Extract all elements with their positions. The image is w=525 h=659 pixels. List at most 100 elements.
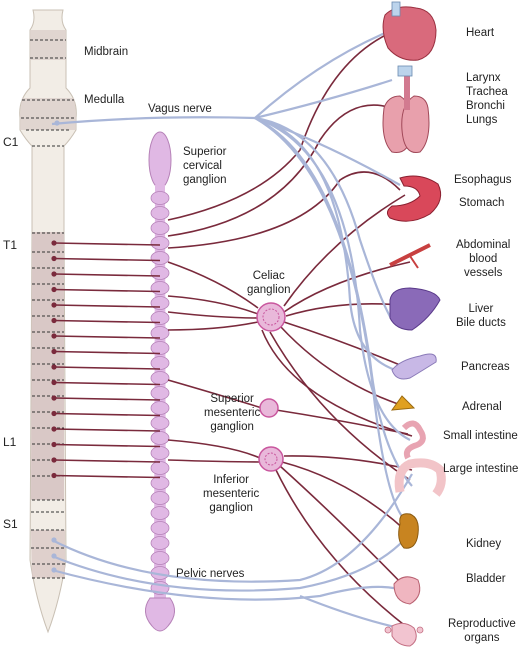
chain-ganglion-bead	[150, 476, 170, 490]
preganglionic-fiber	[53, 459, 161, 463]
pancreas-illustration	[391, 353, 437, 380]
medulla-label: Medulla	[84, 94, 125, 106]
chain-ganglion-bead	[150, 521, 170, 535]
chain-ganglion-bead	[150, 311, 170, 325]
preganglionic-neuron-dot	[51, 379, 57, 386]
preganglionic-neuron-dot	[51, 395, 57, 401]
preganglionic-neuron-dot	[51, 410, 57, 417]
bladder-label: Bladder	[466, 573, 506, 585]
liver-illustration	[389, 287, 441, 331]
preganglionic-fiber	[53, 428, 161, 432]
sympathetic-fibers	[53, 31, 413, 629]
adrenal-illustration	[390, 395, 416, 411]
kidney-illustration	[398, 513, 419, 549]
preganglionic-neuron-dot	[51, 333, 57, 339]
esophagus-label: Esophagus	[454, 174, 512, 186]
chain-ganglion-bead	[150, 356, 170, 370]
preganglionic-neuron-dot	[51, 426, 57, 432]
larynx-lungs-label: Larynx Trachea Bronchi Lungs	[466, 72, 508, 126]
preganglionic-neuron-dot	[51, 302, 57, 308]
large-intestine-illustration	[394, 458, 446, 497]
chain-ganglion-bead	[150, 431, 170, 445]
preganglionic-fiber	[53, 257, 161, 262]
preganglionic-neuron-dots	[51, 240, 57, 573]
preganglionic-fiber	[53, 242, 161, 246]
chain-ganglion-bead	[150, 386, 170, 400]
preganglionic-neuron-dot	[51, 472, 57, 479]
chain-ganglion-bead	[150, 191, 170, 205]
chain-ganglion-bead	[150, 401, 170, 415]
chain-ganglion-bead	[150, 416, 170, 430]
large-intestine-label: Large intestine	[443, 463, 519, 475]
chain-ganglion-bead	[150, 371, 170, 385]
preganglionic-fiber	[53, 350, 161, 355]
preganglionic-neuron-dot	[51, 286, 57, 293]
preganglionic-neuron-dot	[51, 255, 57, 262]
vagus-nerve-label: Vagus nerve	[148, 103, 212, 115]
liver-bile-ducts-label: Liver Bile ducts	[456, 303, 506, 329]
celiac-ganglion	[256, 302, 286, 332]
sacral-neuron-dot	[51, 537, 57, 543]
chain-ganglion-bead	[150, 446, 170, 460]
vagus-origin-dot	[54, 120, 60, 126]
preganglionic-fiber	[53, 474, 161, 479]
superior-cervical-ganglion-label: Superior cervical ganglion	[183, 146, 227, 186]
chain-ganglion-bead	[150, 341, 170, 355]
preganglionic-fiber	[53, 381, 161, 386]
heart-illustration	[382, 1, 437, 61]
inferior-mesenteric-ganglion	[258, 446, 284, 472]
pelvic-nerves-label: Pelvic nerves	[176, 568, 245, 580]
kidney-label: Kidney	[466, 538, 502, 550]
t1-level-label: T1	[3, 238, 18, 252]
c1-level-label: C1	[3, 135, 19, 149]
preganglionic-fiber	[53, 273, 161, 277]
s1-level-label: S1	[3, 517, 18, 531]
chain-ganglion-bead	[150, 281, 170, 295]
stomach-label: Stomach	[459, 197, 505, 209]
blood-vessel-illustration	[389, 243, 431, 269]
chain-ganglion-bead	[150, 551, 170, 565]
superior-mesenteric-ganglion	[259, 398, 279, 418]
superior-mesenteric-ganglion-label: Superior mesenteric ganglion	[204, 393, 261, 433]
small-intestine-label: Small intestine	[443, 430, 518, 442]
heart-label: Heart	[466, 27, 495, 39]
lungs-illustration	[382, 65, 430, 154]
preganglionic-fiber	[53, 288, 161, 293]
midbrain-label: Midbrain	[84, 46, 129, 58]
spinal-cord	[19, 9, 77, 634]
preganglionic-neuron-dot	[51, 441, 57, 448]
bladder-illustration	[393, 576, 421, 605]
preganglionic-fiber	[53, 366, 161, 370]
small-intestine-illustration	[401, 420, 426, 460]
preganglionic-neuron-dot	[51, 364, 57, 370]
preganglionic-fiber	[53, 397, 161, 401]
preganglionic-neuron-dot	[51, 271, 57, 277]
stomach-illustration	[386, 175, 442, 222]
abdominal-blood-vessels-label: Abdominal blood vessels	[456, 239, 511, 279]
pancreas-label: Pancreas	[461, 361, 510, 373]
sacral-neuron-dot	[51, 553, 57, 559]
chain-ganglion-bead	[150, 491, 170, 505]
chain-ganglion-bead	[150, 251, 170, 265]
chain-ganglion-bead	[150, 266, 170, 280]
preganglionic-fiber	[53, 335, 161, 339]
adrenal-label: Adrenal	[462, 401, 502, 413]
chain-ganglion-bead	[150, 236, 170, 250]
preganglionic-fiber	[53, 443, 161, 448]
chain-ganglion-bead	[150, 461, 170, 475]
parasympathetic-fibers	[51, 28, 413, 632]
preganglionic-fiber	[53, 319, 161, 324]
preganglionic-neuron-dot	[51, 457, 57, 463]
celiac-ganglion-label: Celiac ganglion	[247, 270, 291, 296]
reproductive-organs-illustration	[384, 622, 424, 647]
sacral-neuron-dot	[51, 567, 57, 573]
chain-ganglion-bead	[150, 506, 170, 520]
preganglionic-neuron-dot	[51, 317, 57, 324]
preganglionic-neuron-dot	[51, 348, 57, 355]
chain-ganglion-bead	[150, 221, 170, 235]
inferior-mesenteric-ganglion-label: Inferior mesenteric ganglion	[203, 474, 260, 514]
l1-level-label: L1	[3, 435, 17, 449]
preganglionic-fiber	[53, 304, 161, 308]
chain-ganglion-bead	[150, 326, 170, 340]
